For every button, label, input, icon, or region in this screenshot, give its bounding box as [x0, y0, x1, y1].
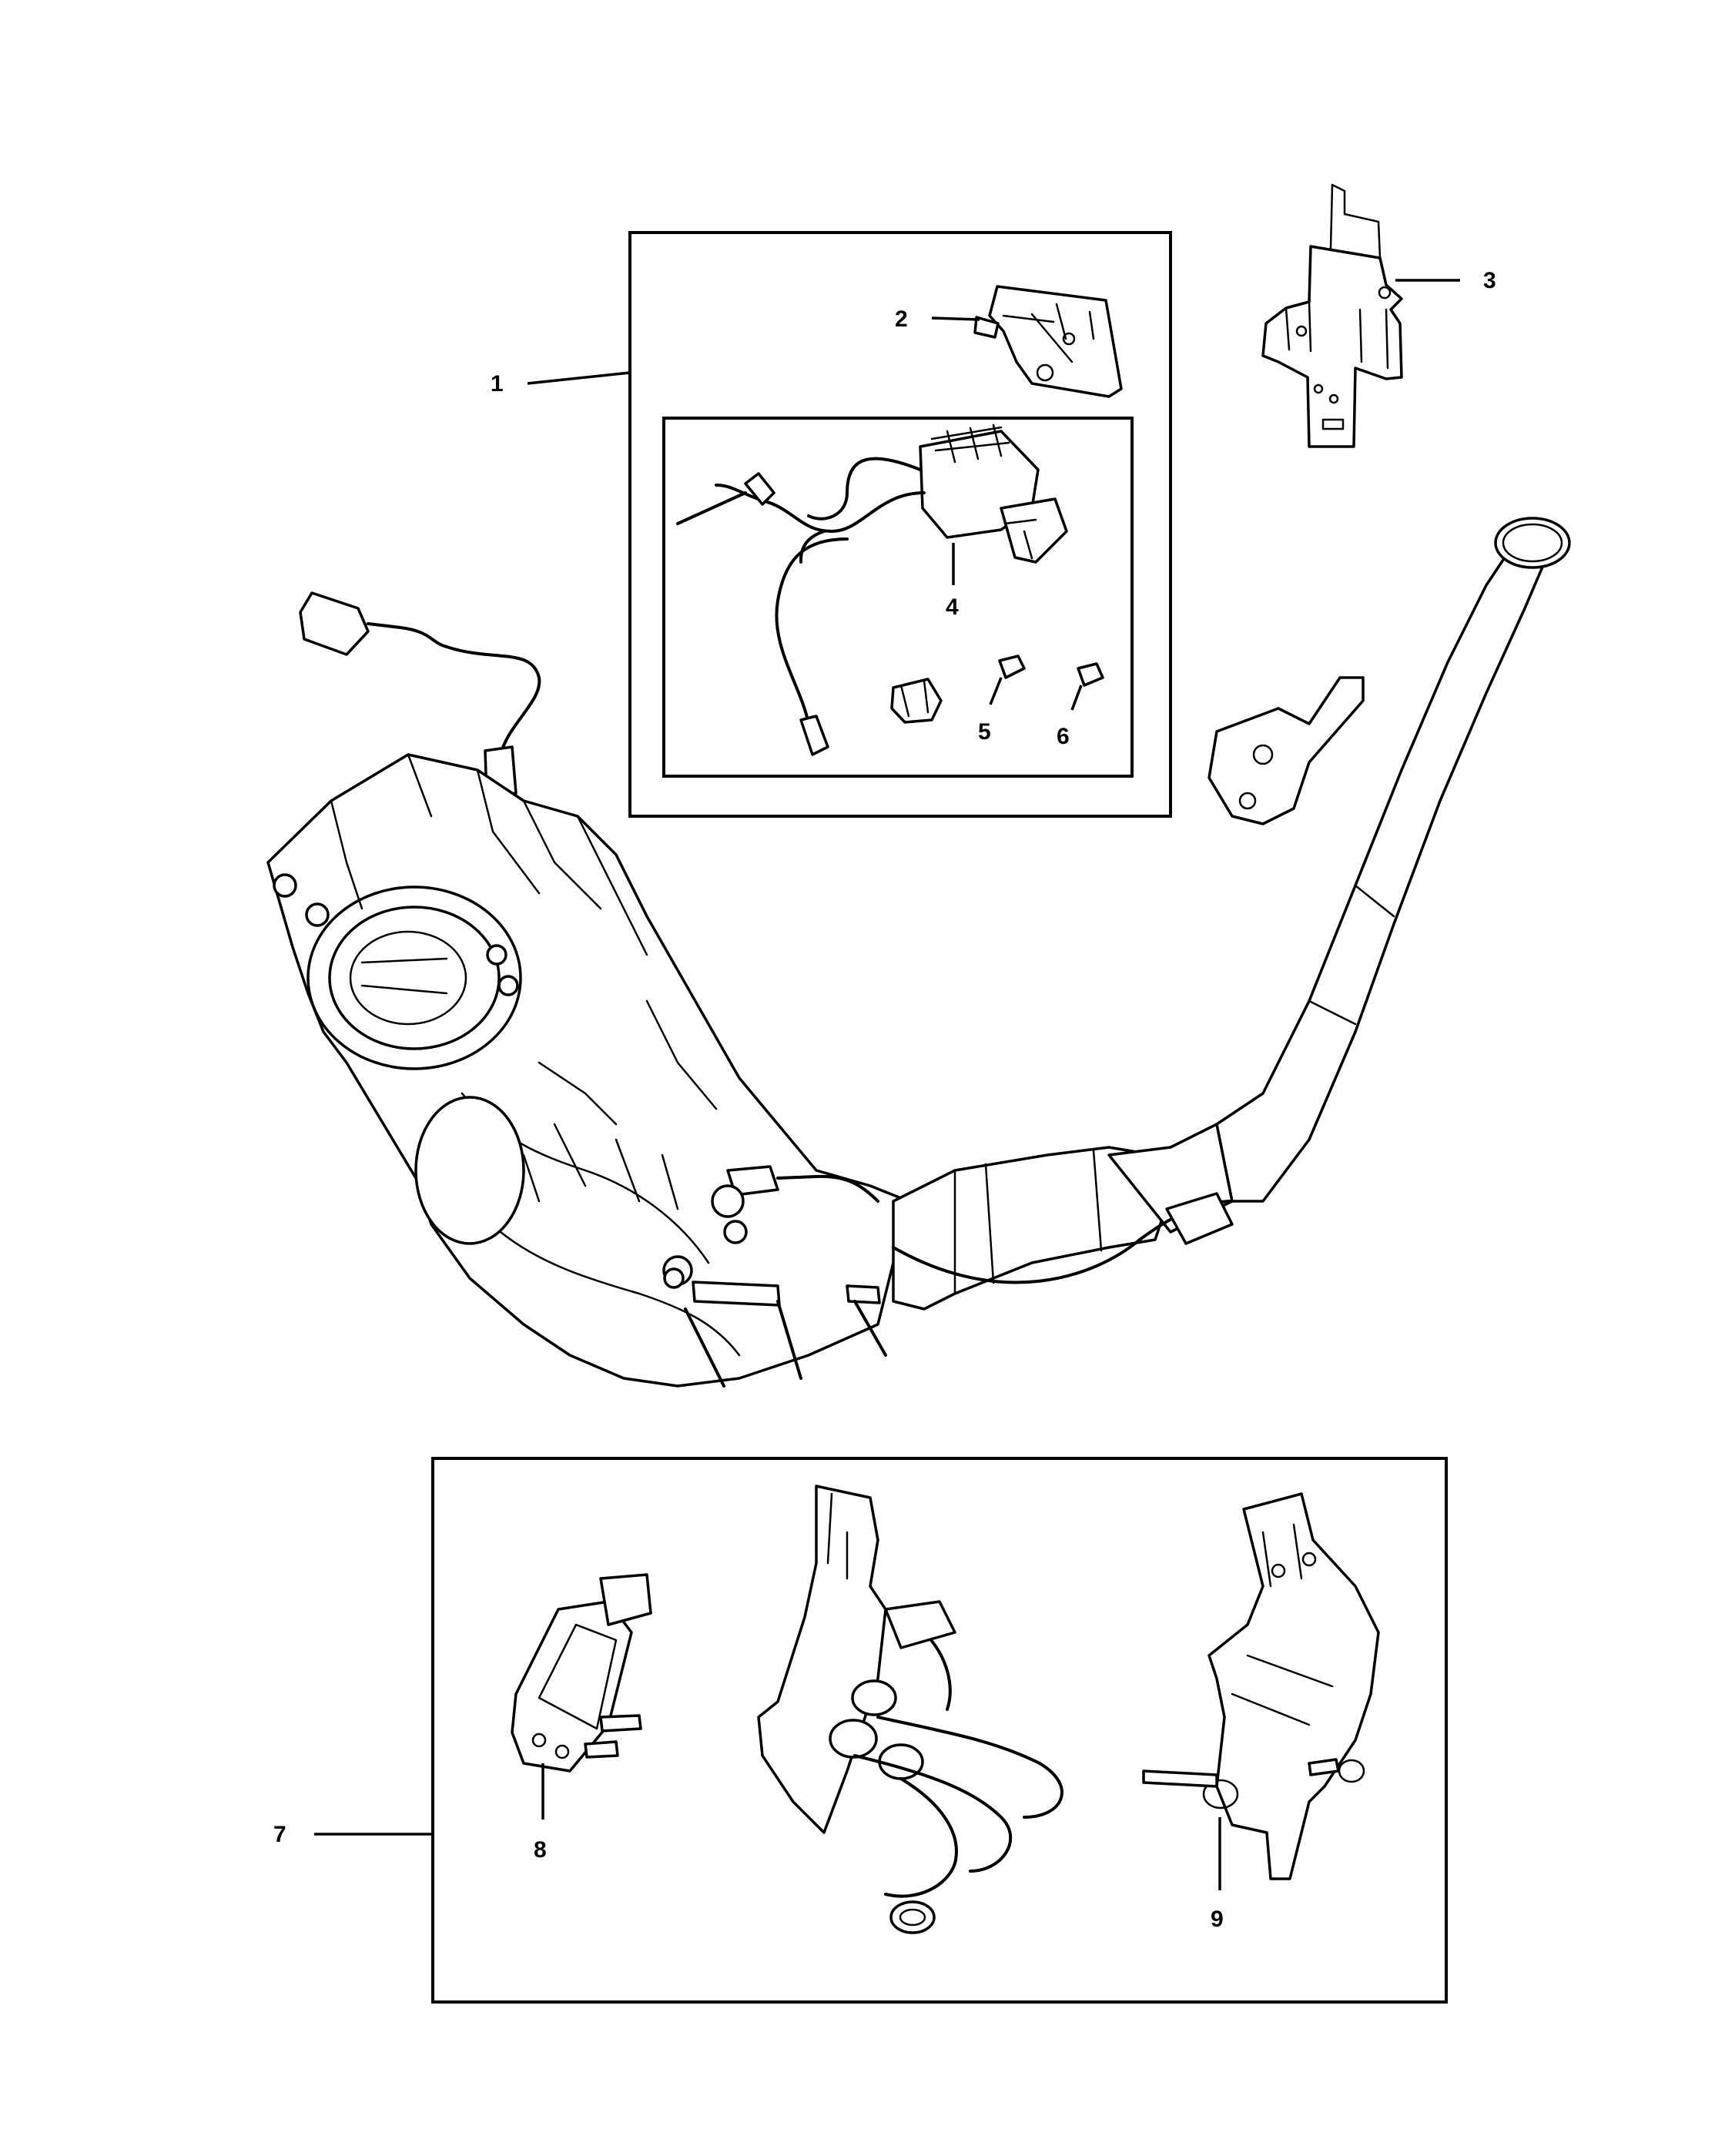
callout-1: 1 — [491, 371, 504, 397]
callout-6: 6 — [1057, 724, 1070, 749]
part-2-bracket: 2 — [895, 285, 1123, 398]
kit-1-outer-box — [628, 231, 1172, 818]
sensor-tube-assembly — [757, 1485, 1063, 1934]
callout-6-leader — [1070, 685, 1083, 711]
catalytic-converter-body — [266, 753, 910, 1388]
kit-7-box — [431, 1457, 1448, 2004]
pipe-hanger — [1208, 676, 1365, 825]
part-5-fastener: 5 — [978, 654, 1026, 745]
tailpipe — [1215, 537, 1549, 1203]
callout-2: 2 — [895, 306, 908, 332]
downstream-connector — [1165, 1192, 1234, 1245]
part-clip — [890, 678, 943, 724]
part-4-sensor-module: 4 — [676, 424, 1068, 756]
callout-2-leader — [931, 316, 980, 321]
part-3-bracket: 3 — [1261, 183, 1496, 448]
kit-7-group: 7 — [273, 1457, 1448, 2004]
callout-5-leader — [989, 677, 1003, 705]
upstream-connector — [299, 591, 370, 656]
callout-3: 3 — [1483, 268, 1496, 293]
callout-7: 7 — [273, 1822, 286, 1847]
downpipe — [892, 1146, 1172, 1311]
kit-1-inner-box — [662, 417, 1134, 778]
part-8-pressure-sensor: 8 — [511, 1573, 652, 1863]
callout-1-leader — [527, 371, 631, 385]
callout-5: 5 — [978, 719, 991, 745]
callout-9: 9 — [1211, 1907, 1224, 1932]
kit-1-group: 1 — [491, 231, 1172, 818]
part-6-fastener: 6 — [1057, 662, 1104, 749]
callout-4: 4 — [946, 594, 959, 620]
callout-8: 8 — [534, 1837, 547, 1863]
exhaust-assembly — [266, 517, 1571, 1388]
part-9-bracket: 9 — [1142, 1492, 1380, 1932]
